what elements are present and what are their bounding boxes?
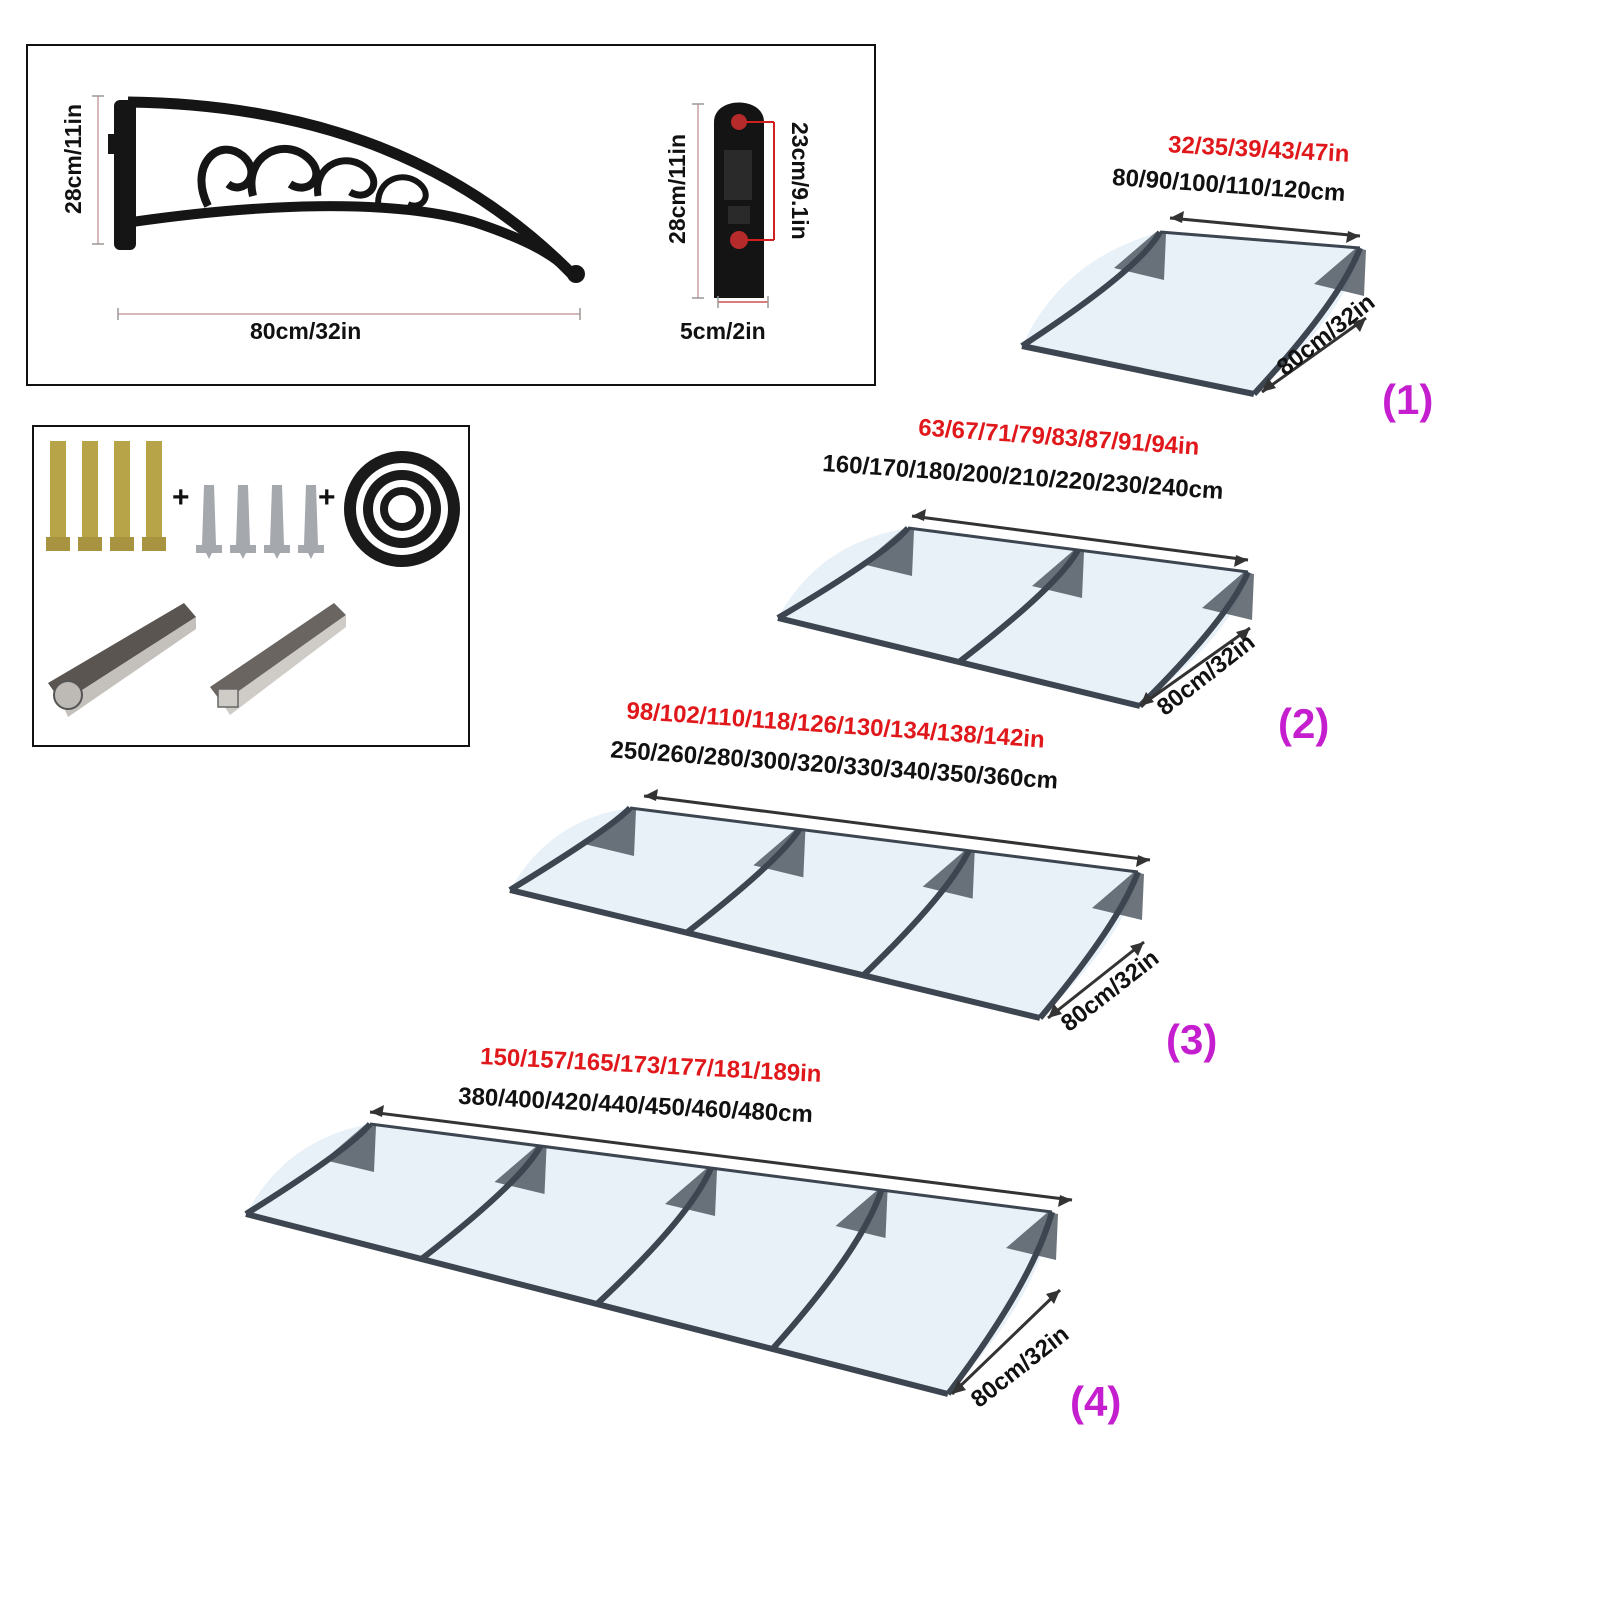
variant-2-depth-arrowhead-low xyxy=(1140,692,1154,706)
variant-4-bracket xyxy=(835,1190,888,1238)
variant-4-depth-arrowhead-low xyxy=(952,1380,966,1394)
plate-width-label: 5cm/2in xyxy=(680,318,766,344)
plus-sign-2: + xyxy=(318,481,336,514)
variant-4-width-arrowhead-left xyxy=(370,1105,384,1117)
variant-2-bracket xyxy=(862,528,914,576)
variant-2-depth-arrowhead-high xyxy=(1236,628,1250,642)
variant-1-bracket xyxy=(1314,248,1366,296)
variant-3-depth-arrowhead-low xyxy=(1048,1004,1062,1018)
variant-2-number: (2) xyxy=(1278,700,1330,747)
variant-4-depth-arrow xyxy=(950,1288,1062,1396)
variant-3-bracket xyxy=(753,829,806,878)
variant-3-bracket xyxy=(922,850,975,899)
variant-2-depth-arrow xyxy=(1139,626,1251,708)
variant-3-depth-arrowhead-high xyxy=(1130,942,1144,956)
variant-1-width-arrowhead-left xyxy=(1170,211,1184,223)
variant-2-width-arrowhead-left xyxy=(912,509,926,521)
variant-4-depth-arrowhead-high xyxy=(1046,1290,1060,1304)
variant-2-width-arrow xyxy=(911,514,1249,562)
bracket-dimensions-panel: 28cm/11in 80cm/32in 28cm/11in 23cm/9.1in… xyxy=(26,44,876,386)
variant-3-bracket xyxy=(584,808,636,856)
variant-4-bracket xyxy=(494,1146,547,1194)
hole-spacing-label: 23cm/9.1in xyxy=(787,122,813,240)
variant-4-bracket xyxy=(665,1168,717,1216)
variant-1-front-rail xyxy=(1021,343,1255,397)
variant-1-back-rail xyxy=(1159,230,1361,250)
variant-1-width-arrow xyxy=(1169,216,1361,238)
variant-2-bracket xyxy=(1032,550,1084,598)
variant-3-width-arrow xyxy=(643,794,1151,862)
variant-4-width-arrowhead-right xyxy=(1058,1195,1072,1207)
variant-4-bracket xyxy=(1006,1212,1058,1260)
sealing-strip-icon xyxy=(344,451,460,567)
variant-4-number: (4) xyxy=(1070,1378,1122,1425)
variant-1-number: (1) xyxy=(1382,376,1434,423)
variant-1-depth-arrowhead-low xyxy=(1262,378,1276,392)
variant-3-width-arrowhead-left xyxy=(644,789,658,801)
variant-1-width-arrowhead-right xyxy=(1346,231,1360,243)
variant-4-panel-sheet xyxy=(246,1124,1052,1394)
variant-3-back-rail xyxy=(629,806,1139,874)
accessories-panel: + + xyxy=(32,425,470,747)
variant-2-bracket xyxy=(1202,572,1254,620)
variant-1-depth-arrowhead-high xyxy=(1352,318,1366,332)
plus-sign-1: + xyxy=(172,481,190,514)
bracket-length-label: 80cm/32in xyxy=(250,318,362,344)
variant-1-bracket xyxy=(1114,232,1166,280)
variant-3-front-rail xyxy=(509,887,1041,1021)
variant-1-panel-sheet xyxy=(1022,232,1360,394)
variant-3-width-arrowhead-right xyxy=(1136,855,1150,867)
aluminum-profile-icon xyxy=(48,603,346,717)
variant-3-bracket xyxy=(1092,872,1144,920)
bracket-drawing xyxy=(92,95,775,320)
expansion-bolts-icon xyxy=(46,441,166,551)
accessories-drawing xyxy=(46,441,460,717)
variant-4-bracket xyxy=(324,1124,376,1172)
variant-3-panel-sheet xyxy=(510,808,1138,1018)
variant-4-width-arrow xyxy=(369,1110,1073,1202)
variant-3-number: (3) xyxy=(1166,1016,1218,1063)
variant-1-depth-arrow xyxy=(1261,316,1367,394)
variant-2-width-arrowhead-right xyxy=(1234,555,1248,567)
variant-3-depth-arrow xyxy=(1047,940,1145,1020)
screws-icon xyxy=(196,485,324,559)
